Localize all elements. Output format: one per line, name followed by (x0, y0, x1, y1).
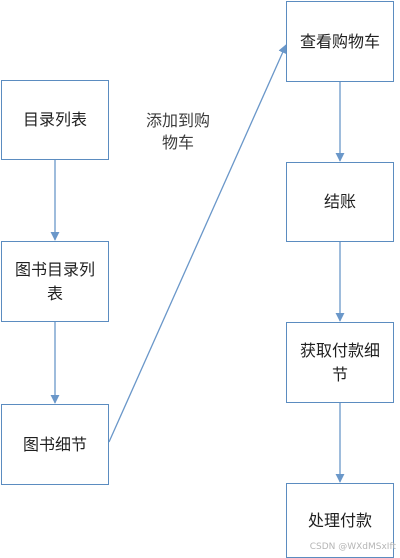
node-book-details: 图书细节 (1, 404, 109, 485)
edge-label-add-to-cart: 添加到购物车 (145, 111, 210, 152)
node-view-cart: 查看购物车 (286, 1, 394, 82)
node-view-cart-label: 查看购物车 (299, 31, 380, 51)
node-process-payment-label: 处理付款 (307, 510, 372, 530)
node-checkout-label: 结账 (323, 192, 356, 211)
node-book-catalog-list-label: 图书目录列表 (14, 259, 95, 303)
node-checkout: 结账 (286, 162, 394, 242)
node-book-details-label: 图书细节 (22, 434, 87, 454)
node-process-payment: 处理付款 (286, 483, 394, 558)
node-catalog-list: 目录列表 (1, 80, 109, 160)
arrow-book-details-to-cart (108, 44, 287, 443)
node-get-payment-details-label: 获取付款细节 (299, 340, 380, 384)
node-get-payment-details: 获取付款细节 (286, 322, 394, 403)
node-book-catalog-list: 图书目录列表 (1, 241, 109, 322)
watermark-text: CSDN @WXdMSxIft (309, 542, 396, 552)
node-catalog-list-label: 目录列表 (22, 110, 87, 129)
